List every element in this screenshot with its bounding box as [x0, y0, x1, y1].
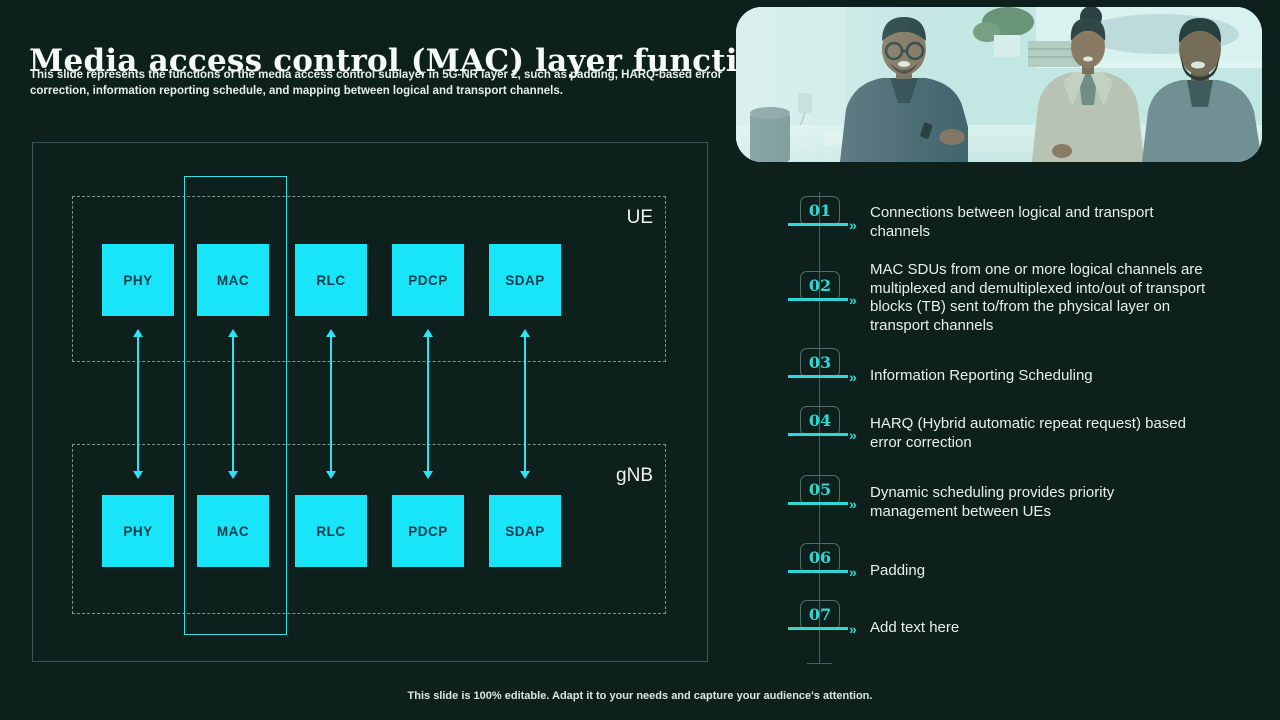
- item-number-badge: 06: [800, 543, 840, 573]
- ue-gnb-arrow-phy: [133, 329, 143, 479]
- team-photo: [736, 7, 1262, 162]
- timeline-line: [819, 192, 820, 664]
- double-chevron-icon: »: [849, 496, 857, 512]
- slide-subtitle: This slide represents the functions of t…: [30, 69, 723, 97]
- ue-gnb-arrow-pdcp: [423, 329, 433, 479]
- item-number-badge: 03: [800, 348, 840, 378]
- ue-group-box: [72, 196, 666, 362]
- gnb-layer-box-sdap: SDAP: [489, 495, 561, 567]
- ue-gnb-arrow-rlc: [326, 329, 336, 479]
- item-number-badge: 05: [800, 475, 840, 505]
- ue-layer-box-sdap: SDAP: [489, 244, 561, 316]
- person-right: [1142, 18, 1262, 162]
- arrow-shaft: [137, 334, 139, 474]
- arrow-shaft: [524, 334, 526, 474]
- ue-layer-box-pdcp: PDCP: [392, 244, 464, 316]
- office-team-illustration: [736, 7, 1262, 162]
- slide-footer-note: This slide is 100% editable. Adapt it to…: [407, 690, 873, 702]
- gnb-label: gNB: [616, 465, 653, 486]
- double-chevron-icon: »: [849, 292, 857, 308]
- item-number-badge: 07: [800, 600, 840, 630]
- gnb-layer-box-phy: PHY: [102, 495, 174, 567]
- double-chevron-icon: »: [849, 369, 857, 385]
- item-number-badge: 02: [800, 271, 840, 301]
- item-text: Connections between logical and transpor…: [870, 204, 1154, 240]
- gnb-layer-box-rlc: RLC: [295, 495, 367, 567]
- item-text: Padding: [870, 562, 926, 579]
- item-underline: [788, 375, 848, 378]
- item-number-badge: 04: [800, 406, 840, 436]
- ue-layer-box-phy: PHY: [102, 244, 174, 316]
- double-chevron-icon: »: [849, 427, 857, 443]
- ue-gnb-arrow-sdap: [520, 329, 530, 479]
- gnb-layer-box-mac: MAC: [197, 495, 269, 567]
- item-text: HARQ (Hybrid automatic repeat request) b…: [870, 415, 1186, 451]
- item-text: Information Reporting Scheduling: [870, 367, 1093, 384]
- add-text-placeholder[interactable]: Add text here: [870, 619, 960, 636]
- double-chevron-icon: »: [849, 621, 857, 637]
- item-text: MAC SDUs from one or more logical channe…: [870, 261, 1206, 334]
- gnb-layer-box-pdcp: PDCP: [392, 495, 464, 567]
- item-underline: [788, 298, 848, 301]
- timeline-end-tick: [807, 663, 832, 664]
- item-text: Dynamic scheduling provides priority man…: [870, 484, 1115, 520]
- person-middle: [1032, 7, 1144, 162]
- item-underline: [788, 502, 848, 505]
- double-chevron-icon: »: [849, 564, 857, 580]
- item-underline: [788, 223, 848, 226]
- protocol-stack-diagram: UE gNB PHY MAC RLC PDCP SDAP PHY MAC RLC…: [32, 142, 708, 662]
- ue-gnb-arrow-mac: [228, 329, 238, 479]
- ue-label: UE: [626, 207, 653, 228]
- item-underline: [788, 570, 848, 573]
- mac-column-highlight: [184, 176, 287, 635]
- arrow-shaft: [427, 334, 429, 474]
- arrow-shaft: [330, 334, 332, 474]
- double-chevron-icon: »: [849, 217, 857, 233]
- item-underline: [788, 627, 848, 630]
- page-title: Media access control (MAC) layer functio…: [29, 42, 799, 79]
- ue-layer-box-rlc: RLC: [295, 244, 367, 316]
- ue-layer-box-mac: MAC: [197, 244, 269, 316]
- gnb-group-box: [72, 444, 666, 614]
- arrow-shaft: [232, 334, 234, 474]
- item-number-badge: 01: [800, 196, 840, 226]
- item-underline: [788, 433, 848, 436]
